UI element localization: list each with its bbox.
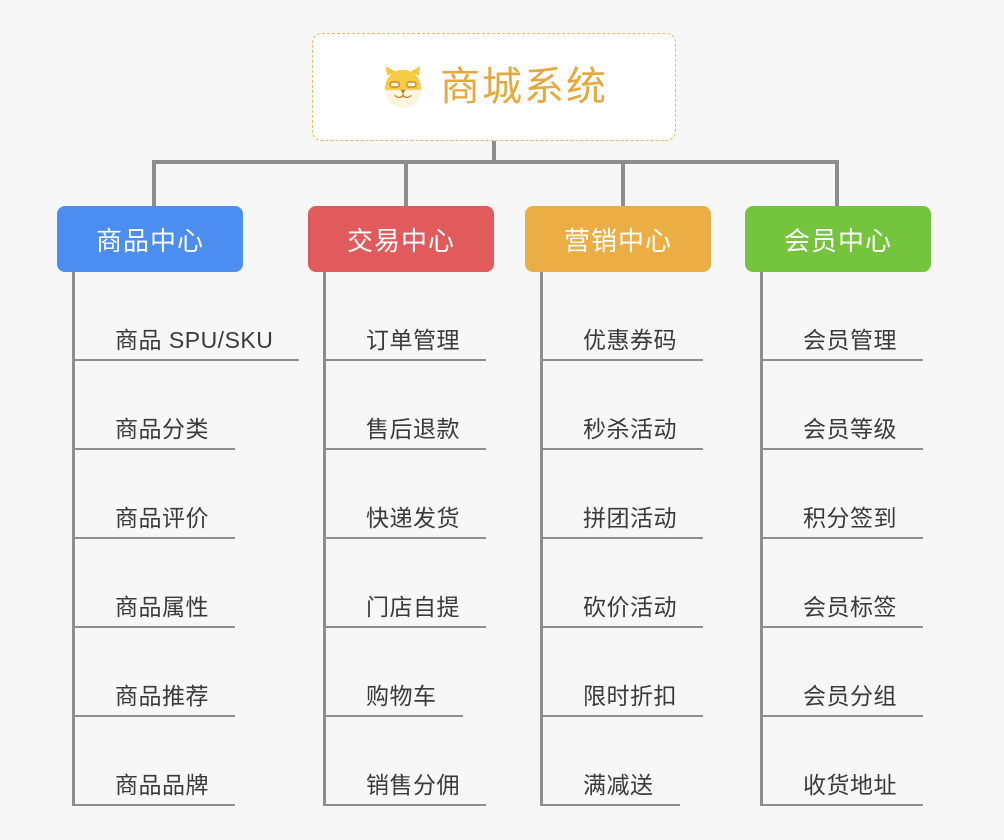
leaf-underline <box>326 359 486 361</box>
list-item[interactable]: 秒杀活动 <box>543 361 757 450</box>
list-item[interactable]: 商品评价 <box>75 450 327 539</box>
leaf-label: 订单管理 <box>366 327 460 354</box>
leaf-underline <box>763 359 923 361</box>
leaf-label: 商品 SPU/SKU <box>115 327 274 354</box>
leaf-label: 销售分佣 <box>366 772 460 799</box>
list-item[interactable]: 限时折扣 <box>543 628 757 717</box>
list-item[interactable]: 订单管理 <box>326 272 540 361</box>
list-item[interactable]: 拼团活动 <box>543 450 757 539</box>
leaf-label: 售后退款 <box>366 416 460 443</box>
leaf-underline <box>75 448 235 450</box>
leaf-list-marketing: 优惠券码 秒杀活动 拼团活动 砍价活动 限时折扣 满减送 <box>540 272 757 806</box>
leaf-underline <box>763 715 923 717</box>
connector-drop-2 <box>404 160 408 206</box>
leaf-label: 满减送 <box>583 772 654 799</box>
leaf-underline <box>763 448 923 450</box>
list-item[interactable]: 会员标签 <box>763 539 977 628</box>
leaf-label: 会员分组 <box>803 683 897 710</box>
list-item[interactable]: 收货地址 <box>763 717 977 806</box>
leaf-underline <box>543 537 703 539</box>
leaf-label: 购物车 <box>366 683 437 710</box>
list-item[interactable]: 商品推荐 <box>75 628 327 717</box>
root-node[interactable]: 商城系统 <box>312 33 676 141</box>
list-item[interactable]: 砍价活动 <box>543 539 757 628</box>
list-item[interactable]: 商品分类 <box>75 361 327 450</box>
branch-header-trade[interactable]: 交易中心 <box>308 206 494 272</box>
leaf-label: 会员等级 <box>803 416 897 443</box>
leaf-underline <box>326 804 486 806</box>
list-item[interactable]: 会员管理 <box>763 272 977 361</box>
leaf-label: 砍价活动 <box>583 594 677 621</box>
list-item[interactable]: 商品品牌 <box>75 717 327 806</box>
leaf-underline <box>543 448 703 450</box>
list-item[interactable]: 会员分组 <box>763 628 977 717</box>
root-title: 商城系统 <box>440 65 608 109</box>
leaf-underline <box>326 715 463 717</box>
leaf-underline <box>75 537 235 539</box>
leaf-label: 门店自提 <box>366 594 460 621</box>
leaf-underline <box>326 537 486 539</box>
leaf-underline <box>543 804 680 806</box>
leaf-underline <box>75 359 299 361</box>
connector-drop-1 <box>152 160 156 206</box>
list-item[interactable]: 满减送 <box>543 717 757 806</box>
leaf-underline <box>543 715 703 717</box>
leaf-underline <box>326 448 486 450</box>
connector-root-stem <box>492 141 496 163</box>
connector-drop-3 <box>621 160 625 206</box>
shiba-dog-emoji <box>380 64 426 110</box>
branch-header-marketing[interactable]: 营销中心 <box>525 206 711 272</box>
list-item[interactable]: 购物车 <box>326 628 540 717</box>
leaf-label: 商品品牌 <box>115 772 209 799</box>
leaf-label: 商品属性 <box>115 594 209 621</box>
leaf-underline <box>763 804 923 806</box>
branch-column-trade: 交易中心 订单管理 售后退款 快递发货 门店自提 购物车 <box>308 206 540 806</box>
list-item[interactable]: 商品 SPU/SKU <box>75 272 327 361</box>
leaf-label: 拼团活动 <box>583 505 677 532</box>
leaf-underline <box>75 715 235 717</box>
list-item[interactable]: 销售分佣 <box>326 717 540 806</box>
leaf-underline <box>763 626 923 628</box>
leaf-underline <box>543 626 703 628</box>
branch-header-product[interactable]: 商品中心 <box>57 206 243 272</box>
leaf-list-member: 会员管理 会员等级 积分签到 会员标签 会员分组 收货地址 <box>760 272 977 806</box>
leaf-label: 快递发货 <box>366 505 460 532</box>
branch-column-member: 会员中心 会员管理 会员等级 积分签到 会员标签 会员分组 <box>745 206 977 806</box>
leaf-label: 限时折扣 <box>583 683 677 710</box>
leaf-label: 秒杀活动 <box>583 416 677 443</box>
list-item[interactable]: 快递发货 <box>326 450 540 539</box>
leaf-underline <box>75 626 235 628</box>
leaf-underline <box>75 804 235 806</box>
leaf-list-trade: 订单管理 售后退款 快递发货 门店自提 购物车 销售分佣 <box>323 272 540 806</box>
branch-header-label: 会员中心 <box>783 225 892 256</box>
leaf-label: 积分签到 <box>803 505 897 532</box>
leaf-underline <box>543 359 703 361</box>
leaf-label: 商品评价 <box>115 505 209 532</box>
connector-horizontal-bus <box>152 160 839 164</box>
leaf-list-product: 商品 SPU/SKU 商品分类 商品评价 商品属性 商品推荐 商品品牌 <box>72 272 327 806</box>
branch-column-marketing: 营销中心 优惠券码 秒杀活动 拼团活动 砍价活动 限时折扣 <box>525 206 757 806</box>
leaf-label: 收货地址 <box>803 772 897 799</box>
list-item[interactable]: 门店自提 <box>326 539 540 628</box>
list-item[interactable]: 商品属性 <box>75 539 327 628</box>
branch-column-product: 商品中心 商品 SPU/SKU 商品分类 商品评价 商品属性 商品推荐 <box>57 206 327 806</box>
connector-drop-4 <box>835 160 839 206</box>
leaf-underline <box>763 537 923 539</box>
leaf-label: 优惠券码 <box>583 327 677 354</box>
list-item[interactable]: 售后退款 <box>326 361 540 450</box>
leaf-label: 商品推荐 <box>115 683 209 710</box>
list-item[interactable]: 会员等级 <box>763 361 977 450</box>
leaf-label: 商品分类 <box>115 416 209 443</box>
leaf-underline <box>326 626 486 628</box>
branch-header-label: 营销中心 <box>563 225 672 256</box>
list-item[interactable]: 积分签到 <box>763 450 977 539</box>
leaf-label: 会员标签 <box>803 594 897 621</box>
branch-header-member[interactable]: 会员中心 <box>745 206 931 272</box>
branch-header-label: 交易中心 <box>346 225 455 256</box>
list-item[interactable]: 优惠券码 <box>543 272 757 361</box>
branch-header-label: 商品中心 <box>95 225 204 256</box>
leaf-label: 会员管理 <box>803 327 897 354</box>
